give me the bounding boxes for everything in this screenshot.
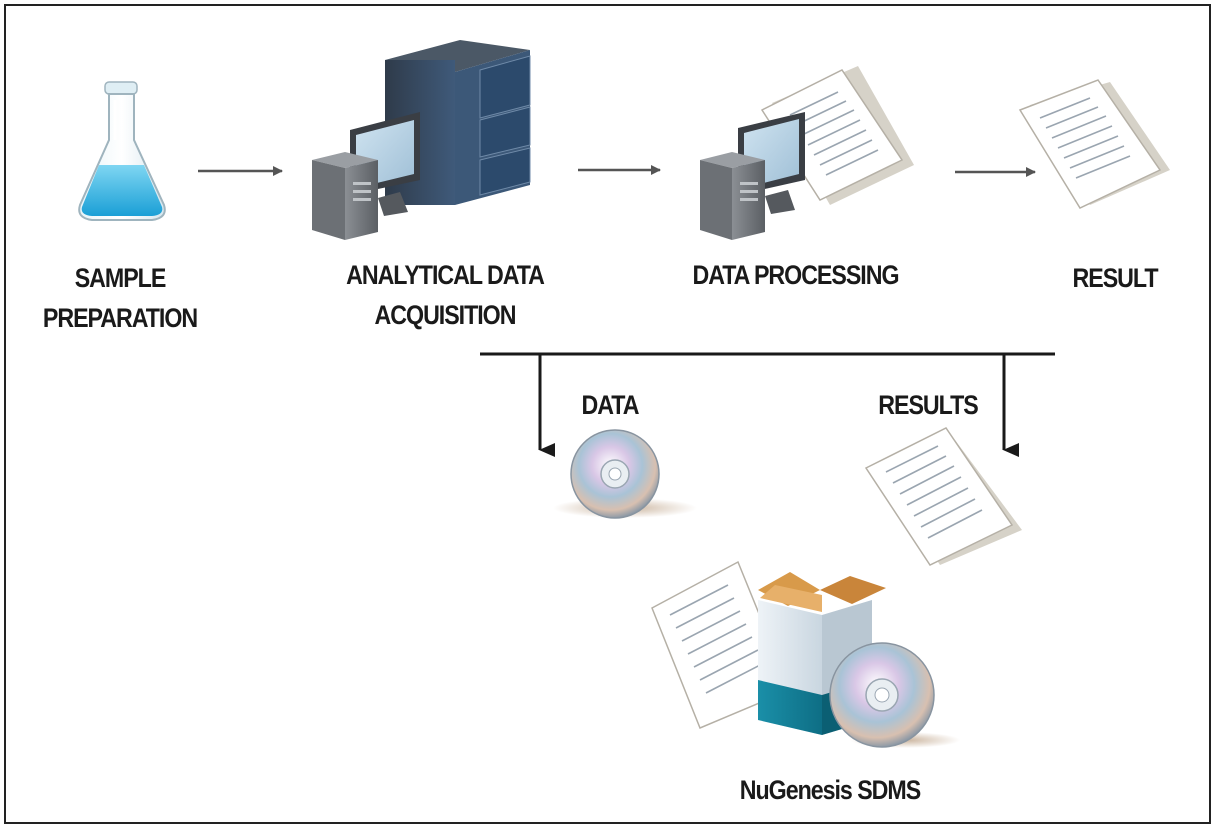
step-label-sample-line1: SAMPLE	[74, 263, 167, 293]
step-label-sample: SAMPLE PREPARATION	[34, 258, 206, 338]
step-label-acquisition-line1: ANALYTICAL DATA	[346, 260, 545, 290]
step-label-result-line1: RESULT	[1072, 263, 1159, 293]
flask-icon	[78, 81, 166, 221]
software-box-icon	[651, 560, 960, 748]
branch-label-results: RESULTS	[878, 390, 978, 420]
disc-icon	[553, 429, 697, 519]
server-computer-icon	[312, 40, 531, 240]
diagram-frame	[4, 4, 1211, 824]
step-label-sample-line2: PREPARATION	[42, 303, 198, 333]
step-label-acquisition-line2: ACQUISITION	[374, 300, 517, 330]
step-label-processing-line1: DATA PROCESSING	[692, 260, 900, 290]
branch-label-data: DATA	[581, 390, 640, 420]
destination-label: NuGenesis SDMS	[739, 775, 921, 805]
step-label-acquisition: ANALYTICAL DATA ACQUISITION	[338, 255, 553, 335]
document-icon	[1018, 79, 1170, 209]
computer-document-icon	[700, 66, 914, 240]
step-label-processing: DATA PROCESSING	[686, 255, 905, 295]
results-document-icon	[864, 427, 1022, 566]
step-label-result: RESULT	[1059, 258, 1171, 298]
